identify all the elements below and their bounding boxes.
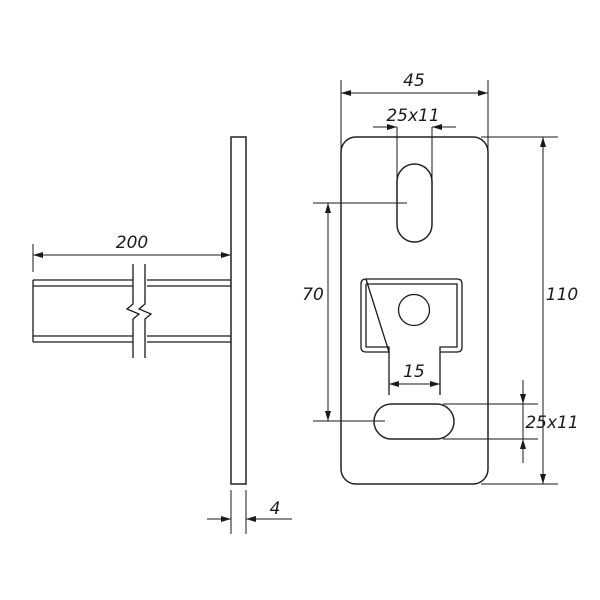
zigzag-break-icon (125, 264, 153, 358)
channel-arm (32, 279, 231, 343)
wall-plate-side (230, 136, 247, 485)
dimension-plate-thickness: 4 (207, 490, 292, 534)
dimension-tab-width: 15 (389, 362, 440, 387)
dimension-plate-height: 110 (481, 136, 578, 485)
bolt-hole (397, 293, 431, 327)
dimension-bottom-slot: 25x11 (443, 380, 579, 463)
wall-plate-front (340, 136, 489, 485)
dimension-top-slot: 25x11 (373, 106, 456, 200)
dim-label-110: 110 (546, 285, 578, 305)
front-view: 45 25x11 110 70 15 (302, 71, 579, 485)
dim-label-top-slot: 25x11 (386, 106, 439, 126)
dim-label-bottom-slot: 25x11 (525, 413, 578, 433)
dim-label-200: 200 (116, 233, 148, 253)
dim-label-70: 70 (302, 285, 324, 305)
dimension-arm-length: 200 (32, 233, 231, 272)
bottom-slot (373, 403, 455, 440)
dimension-plate-width: 45 (340, 71, 489, 150)
center-cutout-outer (360, 278, 463, 353)
side-view: 200 4 (32, 136, 292, 534)
dimension-slot-spacing: 70 (302, 202, 407, 422)
dim-label-45: 45 (403, 71, 425, 91)
dim-label-4: 4 (270, 499, 281, 519)
dim-label-15: 15 (403, 362, 425, 382)
center-cutout-inner (365, 283, 458, 395)
